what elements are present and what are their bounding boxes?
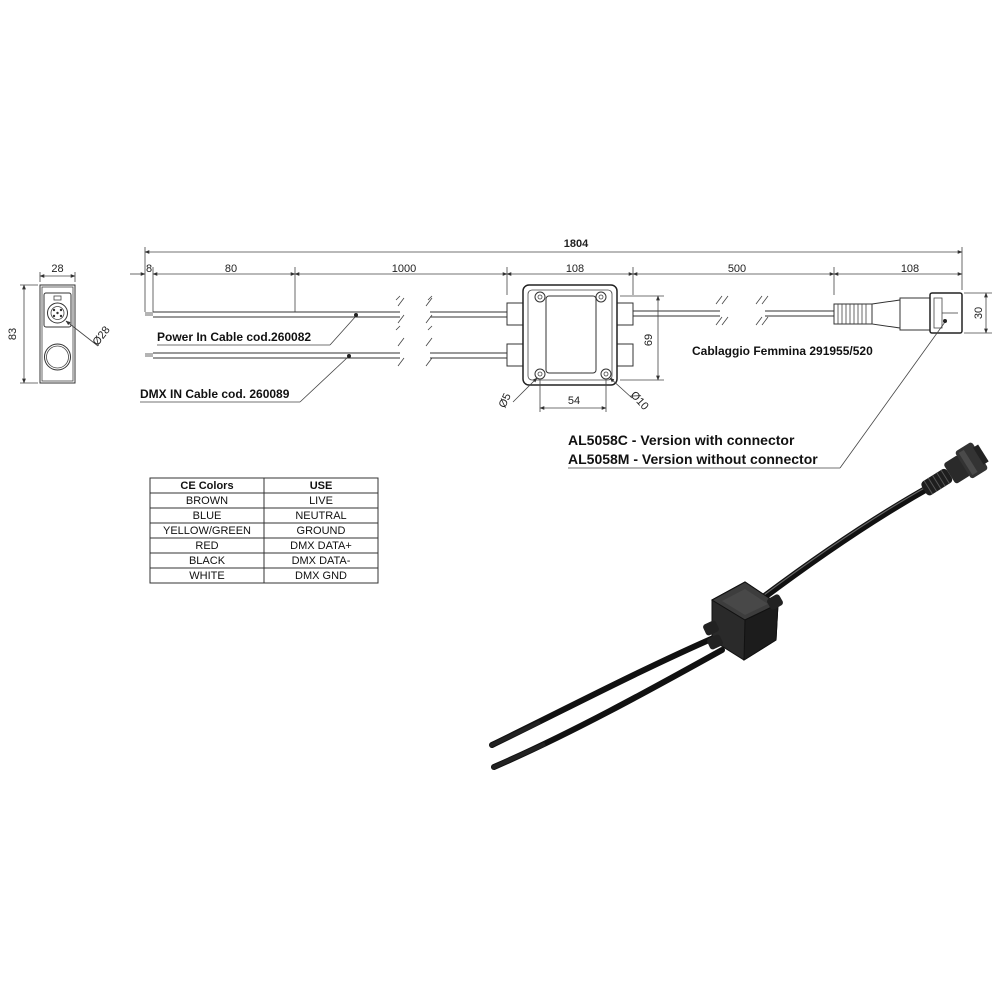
table-cell: GROUND [297,525,346,537]
side-view-connector-face [43,292,72,328]
color-table: CE Colors USE BROWN LIVE BLUE NEUTRAL YE… [149,477,379,584]
table-header-colors: CE Colors [180,480,233,492]
table-cell: BLUE [193,510,222,522]
dim-overall: 1804 [564,238,589,250]
female-connector: 30 [833,292,992,334]
render-output-cable [756,484,932,604]
table-cell: LIVE [309,495,333,507]
dim-80: 80 [225,263,237,275]
dim-hole-spacing: 54 [568,395,580,407]
table-cell: BLACK [189,555,226,567]
dim-hole-d5: Ø5 [497,392,514,410]
connector-head [929,292,963,334]
render-connector [921,442,989,496]
side-view: 28 83 Ø28 [7,263,113,384]
table-cell: RED [195,540,218,552]
dim-hole-d10: Ø10 [628,389,651,412]
screw-icon [595,291,607,303]
screw-icon [600,368,612,380]
table-cell: DMX GND [295,570,347,582]
render-junction-box [703,581,783,661]
label-dmx-in: DMX IN Cable cod. 260089 [140,387,290,401]
labels: Power In Cable cod.260082 DMX IN Cable c… [140,313,947,469]
dim-side-diameter: Ø28 [91,324,113,348]
table-cell: BROWN [186,495,228,507]
dim-8: 8 [146,263,152,275]
dim-108-connector: 108 [901,263,919,275]
side-view-hole [44,343,71,371]
table-cell: YELLOW/GREEN [163,525,251,537]
dim-box-height: 69 [643,334,655,346]
dimension-chain: 1804 8 80 1000 108 500 108 [130,238,963,312]
table-header-use: USE [310,480,333,492]
dim-500: 500 [728,263,746,275]
dim-side-width: 28 [51,263,63,275]
gland-dmx-in [506,343,524,367]
junction-box-body [522,284,618,386]
dim-connector-height: 30 [973,307,985,319]
gland-right-lower [616,343,634,367]
table-cell: NEUTRAL [295,510,346,522]
product-render [489,442,989,770]
label-female-harness: Cablaggio Femmina 291955/520 [692,344,873,358]
gland-power-in [506,302,524,326]
junction-box-lid [545,295,597,374]
table-cell: DMX DATA+ [290,540,352,552]
label-version-m: AL5058M - Version without connector [568,451,818,467]
label-version-c: AL5058C - Version with connector [568,432,795,448]
screw-icon [534,368,546,380]
cables-front-view [145,295,834,367]
gland-output [616,302,634,326]
table-cell: WHITE [189,570,224,582]
screw-icon [534,291,546,303]
side-view-body [39,284,76,384]
dim-108-box: 108 [566,263,584,275]
junction-box: 69 54 Ø5 Ø10 [497,284,664,413]
dim-1000: 1000 [392,263,416,275]
table-cell: DMX DATA- [292,555,351,567]
label-power-in: Power In Cable cod.260082 [157,330,311,344]
dim-side-height: 83 [7,328,19,340]
